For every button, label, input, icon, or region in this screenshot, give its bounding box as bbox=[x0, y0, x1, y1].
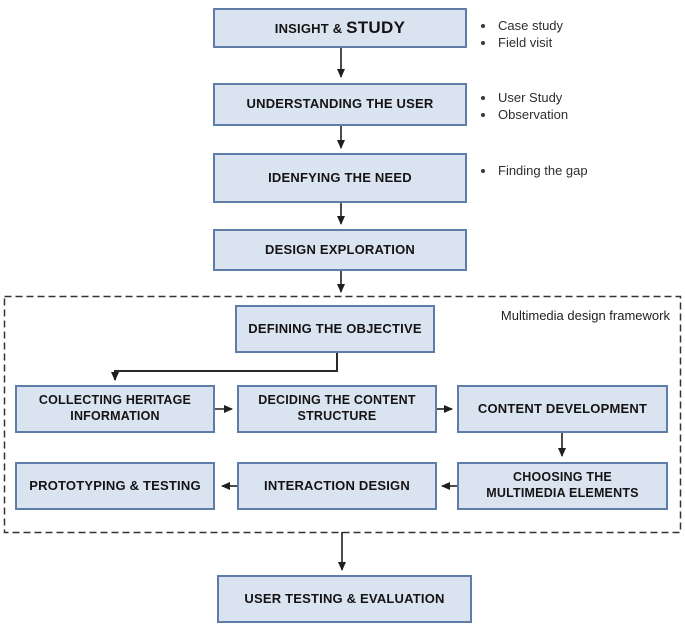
note-text: Field visit bbox=[498, 35, 553, 50]
box-defining-label: DEFINING THE OBJECTIVE bbox=[248, 320, 422, 336]
notes-identifying: Finding the gap bbox=[478, 162, 588, 179]
box-collecting-line2: INFORMATION bbox=[70, 409, 160, 423]
box-prototyping-label: PROTOTYPING & TESTING bbox=[29, 477, 201, 493]
insight-label-part: INSIGHT & bbox=[274, 21, 343, 37]
bullet-icon bbox=[481, 113, 485, 117]
box-content-development-label: CONTENT DEVELOPMENT bbox=[477, 400, 648, 416]
note-item: Finding the gap bbox=[478, 162, 588, 179]
box-understanding-the-user: UNDERSTANDING THE USER bbox=[213, 83, 467, 126]
box-choosing-multimedia-elements: CHOOSING THE MULTIMEDIA ELEMENTS bbox=[457, 462, 668, 510]
box-user-testing-label: USER TESTING & EVALUATION bbox=[244, 590, 445, 606]
notes-insight: Case study Field visit bbox=[478, 17, 563, 51]
box-prototyping-testing: PROTOTYPING & TESTING bbox=[15, 462, 215, 510]
bullet-icon bbox=[481, 24, 485, 28]
note-text: User Study bbox=[498, 90, 563, 105]
box-identifying-the-need: IDENFYING THE NEED bbox=[213, 153, 467, 203]
box-deciding-content-structure: DECIDING THE CONTENT STRUCTURE bbox=[237, 385, 437, 433]
elbow-defining-to-collecting bbox=[111, 353, 338, 381]
bullet-icon bbox=[481, 41, 485, 45]
box-user-testing-evaluation: USER TESTING & EVALUATION bbox=[217, 575, 472, 623]
study-label-part: STUDY bbox=[346, 18, 406, 38]
note-item: User Study bbox=[478, 89, 568, 106]
box-design-exploration-label: DESIGN EXPLORATION bbox=[265, 241, 415, 257]
box-deciding-line2: STRUCTURE bbox=[297, 409, 377, 423]
box-deciding-line1: DECIDING THE CONTENT bbox=[258, 393, 416, 408]
note-item: Case study bbox=[478, 17, 563, 34]
note-item: Observation bbox=[478, 106, 568, 123]
box-interaction-label: INTERACTION DESIGN bbox=[264, 477, 410, 493]
box-insight-study: INSIGHT & STUDY bbox=[213, 8, 467, 48]
bullet-icon bbox=[481, 169, 485, 173]
box-understanding-label: UNDERSTANDING THE USER bbox=[246, 96, 434, 112]
framework-region-label: Multimedia design framework bbox=[500, 308, 670, 323]
note-text: Finding the gap bbox=[498, 163, 588, 178]
bullet-icon bbox=[481, 96, 485, 100]
box-insight-study-label: INSIGHT & STUDY bbox=[275, 17, 405, 38]
box-choosing-line2: MULTIMEDIA ELEMENTS bbox=[486, 486, 639, 500]
box-design-exploration: DESIGN EXPLORATION bbox=[213, 229, 467, 271]
note-item: Field visit bbox=[478, 34, 563, 51]
box-collecting-line1: COLLECTING HERITAGE bbox=[38, 393, 192, 408]
note-text: Observation bbox=[498, 107, 569, 122]
box-collecting-heritage-information: COLLECTING HERITAGE INFORMATION bbox=[15, 385, 215, 433]
note-text: Case study bbox=[498, 18, 564, 33]
box-defining-the-objective: DEFINING THE OBJECTIVE bbox=[235, 305, 435, 353]
box-content-development: CONTENT DEVELOPMENT bbox=[457, 385, 668, 433]
box-choosing-line1: CHOOSING THE bbox=[513, 470, 612, 485]
notes-understanding: User Study Observation bbox=[478, 89, 568, 123]
box-identifying-label: IDENFYING THE NEED bbox=[268, 169, 412, 185]
box-interaction-design: INTERACTION DESIGN bbox=[237, 462, 437, 510]
